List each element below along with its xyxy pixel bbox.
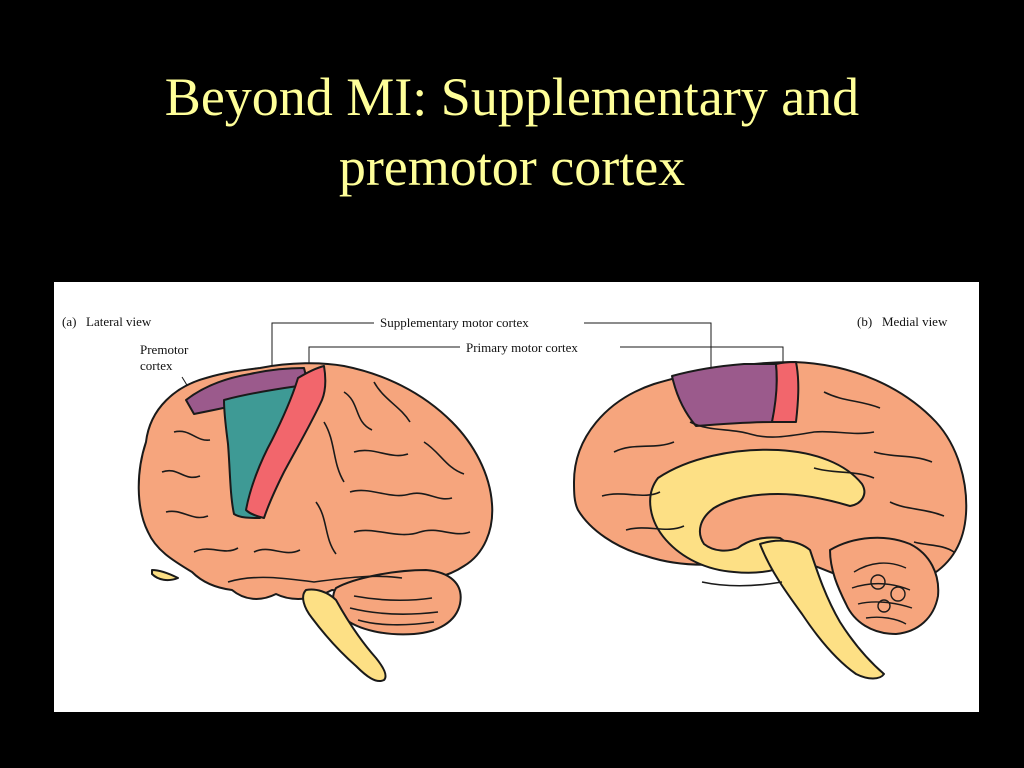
primary-label: Primary motor cortex [466, 340, 578, 355]
lateral-brain [137, 362, 494, 682]
lateral-primary-area [245, 365, 327, 519]
lateral-brainstem [302, 588, 387, 682]
title-line-1: Beyond MI: Supplementary and [164, 67, 860, 127]
panel-b-label: Medial view [882, 314, 948, 329]
panel-a-letter: (a) [62, 314, 76, 329]
medial-arbor-vitae [851, 562, 913, 625]
premotor-label-line-1: Premotor [140, 342, 189, 357]
lateral-olfactory-tip [151, 569, 179, 582]
panel-b-letter: (b) [857, 314, 872, 329]
medial-corpus-callosum [649, 448, 866, 574]
medial-brain [573, 361, 968, 680]
medial-sulci [601, 391, 955, 587]
premotor-label-line-2: cortex [140, 358, 173, 373]
lateral-sulci [161, 381, 471, 626]
supplementary-leader-right [584, 322, 712, 374]
slide-title: Beyond MI: Supplementary and premotor co… [0, 62, 1024, 202]
title-line-2: premotor cortex [338, 137, 686, 197]
supplementary-label: Supplementary motor cortex [380, 315, 529, 330]
supplementary-leader-left [271, 322, 374, 372]
brain-figure-panel: (a) Lateral view (b) Medial view Premoto… [54, 282, 979, 712]
medial-primary-area [771, 361, 800, 423]
panel-a-label: Lateral view [86, 314, 152, 329]
brain-figure: (a) Lateral view (b) Medial view Premoto… [62, 314, 968, 682]
medial-brainstem [759, 539, 885, 680]
